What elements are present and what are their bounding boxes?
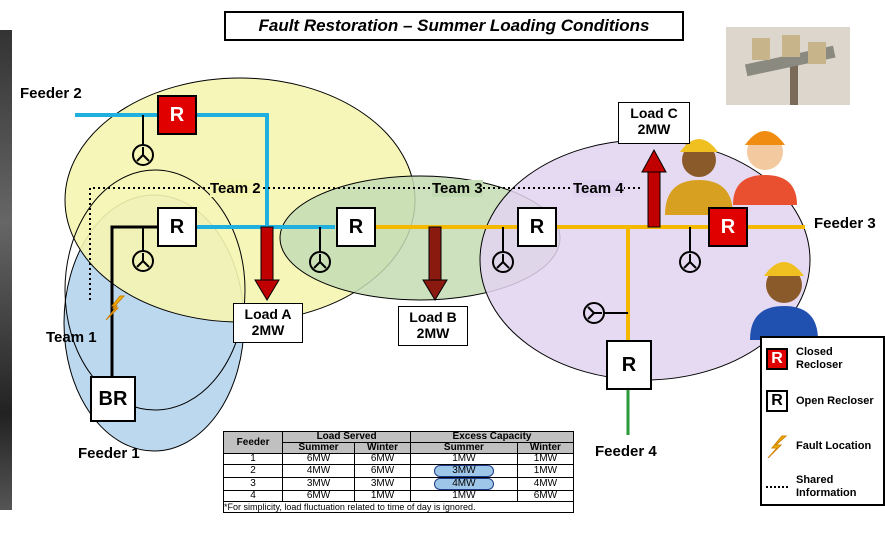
load-c-arrow (641, 148, 667, 228)
load-a-arrow (254, 226, 280, 301)
fault-lightning-icon (105, 295, 126, 321)
capacity-table: Feeder Load Served Excess Capacity Summe… (222, 431, 575, 513)
team4-label: Team 4 (573, 180, 624, 197)
feeder1-label: Feeder 1 (78, 445, 140, 462)
load-b-name: Load B (409, 309, 457, 325)
switch-symbol-icon (132, 115, 154, 166)
load-b-box: Load B 2MW (398, 306, 468, 346)
legend-open-recloser: R Open Recloser (766, 390, 876, 412)
switch-symbol-icon (583, 302, 628, 324)
load-a-box: Load A 2MW (233, 303, 303, 343)
left-edge-photo (0, 30, 12, 510)
table-group-header-row: Feeder Load Served Excess Capacity (222, 431, 574, 454)
table-group-load-served: Load Served (282, 431, 412, 443)
table-col-winter: Winter (516, 442, 575, 454)
table-note-row: *For simplicity, load fluctuation relate… (223, 501, 574, 513)
table-col-summer: Summer (282, 442, 355, 454)
table-col-summer: Summer (410, 442, 518, 454)
highlighted-cell: 4MW (433, 478, 494, 490)
load-b-value: 2MW (416, 325, 450, 341)
table-header-row: Summer Winter Summer Winter (224, 442, 575, 454)
load-b-arrow (422, 226, 448, 301)
table-col-winter: Winter (353, 442, 412, 454)
legend-shared-information: Shared Information (766, 474, 876, 500)
legend-fault-location: Fault Location (766, 434, 876, 458)
feeder3-label: Feeder 3 (814, 215, 876, 232)
zone-team1-outline (64, 169, 246, 411)
worker-icon (733, 131, 797, 205)
switch-symbol-icon (492, 227, 514, 273)
recloser-closed-feeder3: R (708, 207, 748, 247)
dotted-line-icon (766, 486, 788, 488)
feeder2-label: Feeder 2 (20, 85, 82, 102)
legend-closed-recloser: R Closed Recloser (766, 346, 876, 372)
load-c-name: Load C (630, 105, 678, 121)
shared-info-line (89, 187, 640, 300)
table-col-feeder: Feeder (222, 431, 284, 454)
recloser-closed-feeder2: R (157, 95, 197, 135)
switch-symbol-icon (132, 227, 154, 272)
table-note: *For simplicity, load fluctuation relate… (223, 501, 574, 513)
team1-label: Team 1 (46, 329, 97, 346)
recloser-open-team4: R (517, 207, 557, 247)
worker-icon (665, 139, 733, 215)
worker-icon (750, 262, 818, 340)
load-c-value: 2MW (637, 121, 671, 137)
load-a-value: 2MW (251, 322, 285, 338)
team2-label: Team 2 (210, 180, 261, 197)
recloser-open-feeder4: R (606, 340, 652, 390)
switch-symbol-icon (309, 227, 331, 273)
closed-recloser-icon: R (766, 348, 788, 370)
switch-symbol-icon (679, 227, 701, 273)
diagram-title: Fault Restoration – Summer Loading Condi… (224, 11, 684, 41)
highlighted-cell: 3MW (433, 465, 494, 477)
load-a-name: Load A (244, 306, 292, 322)
load-c-box: Load C 2MW (618, 102, 690, 144)
legend: R Closed Recloser R Open Recloser Fault … (760, 336, 885, 506)
recloser-open-team2: R (157, 207, 197, 247)
recloser-open-team3: R (336, 207, 376, 247)
pole-mounted-recloser-photo (726, 27, 850, 105)
open-recloser-icon: R (766, 390, 788, 412)
feeder4-label: Feeder 4 (595, 443, 657, 460)
table-group-excess-capacity: Excess Capacity (410, 431, 574, 443)
team3-label: Team 3 (432, 180, 483, 197)
breaker-feeder1: BR (90, 376, 136, 422)
fault-lightning-icon (767, 435, 788, 458)
